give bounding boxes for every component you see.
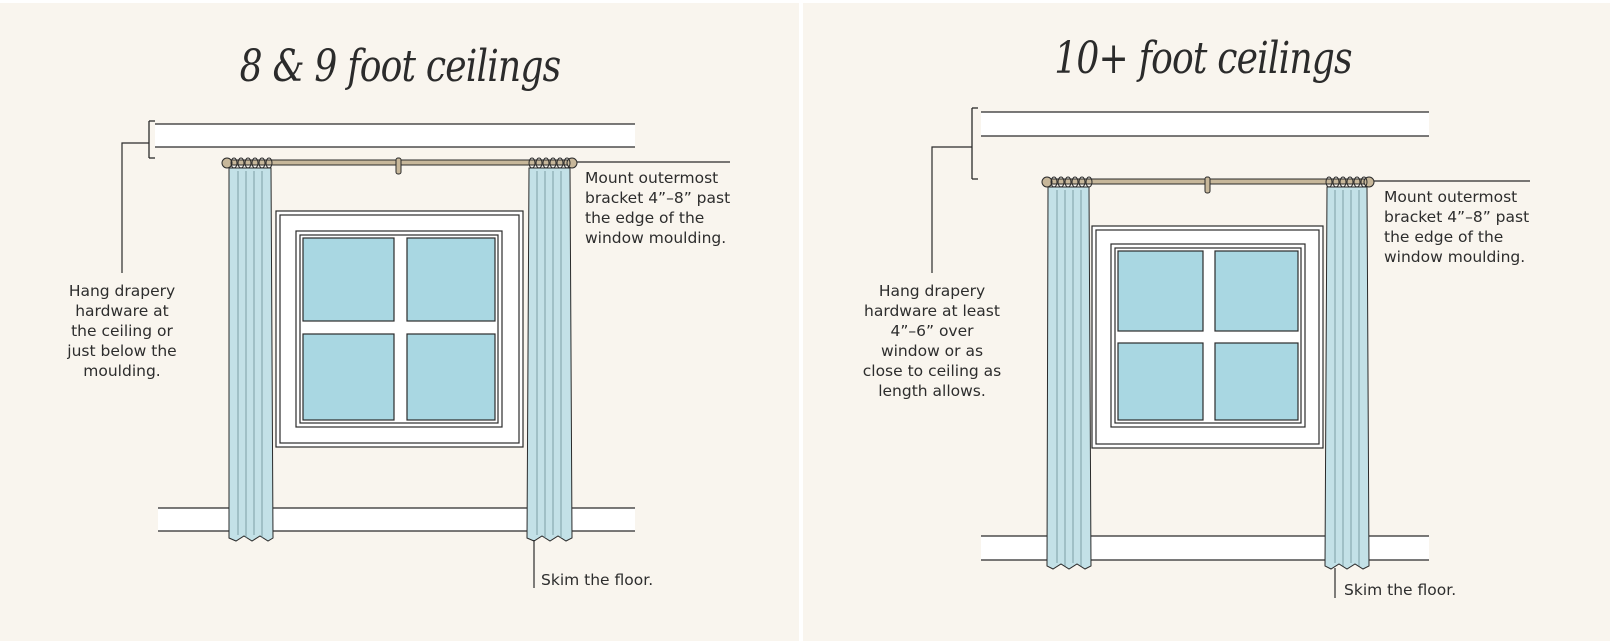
crown-moulding (148, 120, 635, 159)
floor-note: Skim the floor. (541, 571, 654, 589)
crown-moulding (971, 107, 1429, 180)
window (1091, 225, 1324, 449)
curtain-panel-left (228, 167, 274, 542)
window-pane (1117, 342, 1204, 421)
left-panel: 8 & 9 foot ceilings (0, 3, 799, 641)
curtain-diagram (931, 107, 1530, 598)
bracket-note: Mount outermost bracket 4”–8” past the e… (585, 169, 731, 247)
right-panel: 10+ foot ceilings (803, 3, 1610, 641)
window-pane (302, 333, 395, 421)
curtain-diagram (121, 120, 730, 588)
window-pane (406, 333, 496, 421)
window-pane (302, 237, 395, 322)
window-pane (1214, 250, 1299, 332)
hardware-note: Hang drapery hardware at the ceiling or … (67, 282, 177, 380)
curtain-panel-left (1046, 186, 1092, 570)
window-pane (406, 237, 496, 322)
window-pane (1214, 342, 1299, 421)
hardware-leader-line (121, 142, 149, 273)
panel-title: 8 & 9 foot ceilings (239, 41, 561, 92)
window-pane (1117, 250, 1204, 332)
curtain-rod (221, 157, 578, 175)
hardware-note: Hang drapery hardware at least 4”–6” ove… (862, 282, 1002, 400)
curtain-rod (1041, 176, 1375, 194)
hardware-leader-line (931, 146, 972, 273)
curtain-panel-right (1324, 186, 1370, 570)
curtain-panel-right (526, 167, 573, 542)
window (275, 210, 524, 448)
bracket-note: Mount outermost bracket 4”–8” past the e… (1384, 188, 1530, 266)
floor-note: Skim the floor. (1344, 581, 1457, 599)
panel-title: 10+ foot ceilings (1054, 33, 1352, 84)
